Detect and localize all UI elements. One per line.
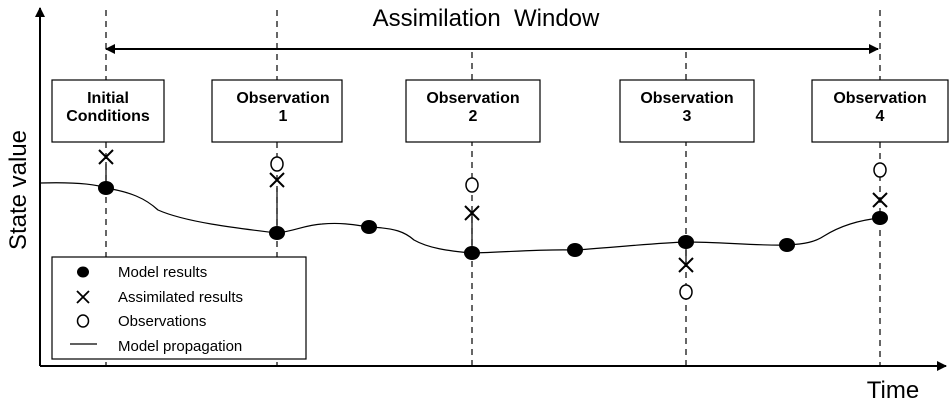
observation-circle (679, 284, 693, 300)
legend-box (51, 256, 307, 360)
observations (270, 156, 887, 300)
box-line2: 4 (876, 108, 885, 125)
model-result-dot (872, 211, 888, 225)
assimilated-cross (678, 257, 694, 273)
model-propagation-curve (39, 182, 881, 254)
model-result-dot (98, 181, 114, 195)
box-line1: Observation (236, 90, 329, 107)
assimilated-results (98, 149, 888, 273)
observation-circle (270, 156, 284, 172)
legend-label: Assimilated results (118, 289, 243, 306)
legend-label: Model propagation (118, 338, 242, 355)
legend-dot-icon (77, 266, 89, 278)
box-line2: Conditions (66, 108, 150, 125)
box-observation-3: Observation 3 (619, 79, 755, 143)
box-line1: Observation (833, 90, 926, 107)
box-line1: Initial (87, 90, 129, 107)
model-result-dot (269, 226, 285, 240)
box-line2: 1 (279, 108, 288, 125)
box-observation-4: Observation 4 (811, 79, 949, 143)
legend-cross-icon (76, 290, 90, 304)
legend: Model results Assimilated results Observ… (51, 256, 307, 360)
assimilated-cross (464, 205, 480, 221)
model-result-dot (464, 246, 480, 260)
window-title: Assimilation Window (373, 5, 600, 32)
model-result-dot (567, 243, 583, 257)
model-result-dot (678, 235, 694, 249)
box-line2: 2 (469, 108, 478, 125)
assimilated-cross (872, 192, 888, 208)
assimilated-cross (98, 149, 114, 165)
box-line1: Observation (640, 90, 733, 107)
box-line1: Observation (426, 90, 519, 107)
box-line2: 3 (683, 108, 692, 125)
legend-label: Observations (118, 313, 206, 330)
legend-label: Model results (118, 264, 207, 281)
model-result-dot (779, 238, 795, 252)
box-observation-2: Observation 2 (405, 79, 541, 143)
assimilated-cross (269, 172, 285, 188)
observation-circle (465, 177, 479, 193)
model-result-dot (361, 220, 377, 234)
box-initial-conditions: Initial Conditions (51, 79, 165, 143)
legend-circle-icon (76, 314, 90, 328)
x-axis-label: Time (867, 377, 919, 403)
y-axis-label: State value (5, 130, 32, 250)
box-observation-1: Observation 1 (211, 79, 343, 143)
model-results (98, 181, 888, 260)
observation-circle (873, 162, 887, 178)
